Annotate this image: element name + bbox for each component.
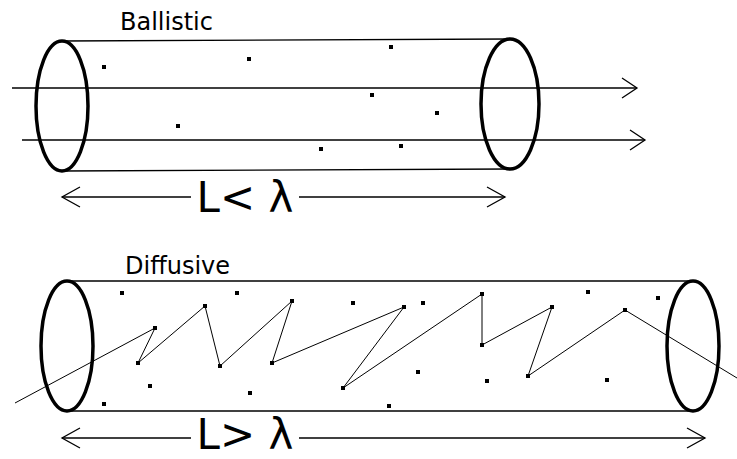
regime-title: Diffusive <box>125 254 230 278</box>
length-condition: L> λ <box>191 414 300 456</box>
regime-title: Ballistic <box>120 10 213 34</box>
length-condition: L< λ <box>191 177 300 219</box>
